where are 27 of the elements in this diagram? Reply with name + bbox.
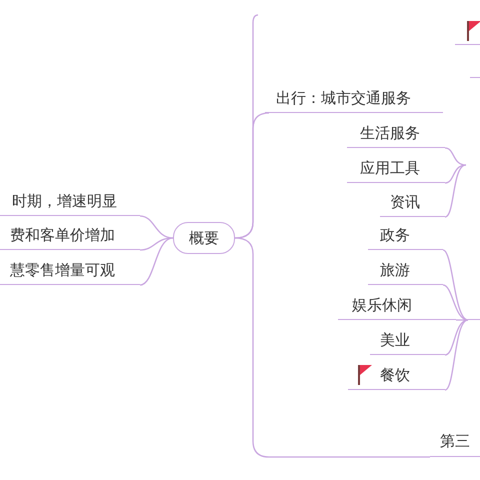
connector-line [444,164,466,184]
topic-line: 娱乐休闲 [338,292,456,320]
topic-line: 美业 [370,327,445,355]
connector-line [444,164,466,218]
connector-line [442,249,468,321]
topic-line: 出行：城市交通服务 [265,85,443,113]
topic-line: 政务 [368,222,443,250]
topic-line: 时期，增速明显 [0,188,140,216]
topic-line: 旅游 [368,257,443,285]
connector-line [234,237,430,458]
topic-line: 餐饮 [348,362,445,390]
topic-line: 费和客单价增加 [0,222,140,250]
topic-line: 生活服务 [347,120,445,148]
connector-line [456,319,468,321]
connector-line [442,284,468,321]
connector-line [444,147,466,166]
connector-line [444,319,468,356]
topic-line: 应用工具 [347,155,445,183]
topic-line: 慧零售增量可观 [0,257,140,285]
topic-line: 资讯 [380,189,445,217]
connector-line [140,215,174,239]
connector-line [140,237,174,286]
topic-line [455,18,480,45]
connector-line [444,319,468,391]
topic-line: 第三 [430,428,480,457]
connector-line [234,112,270,239]
central-topic-box: 概要 [173,222,235,254]
